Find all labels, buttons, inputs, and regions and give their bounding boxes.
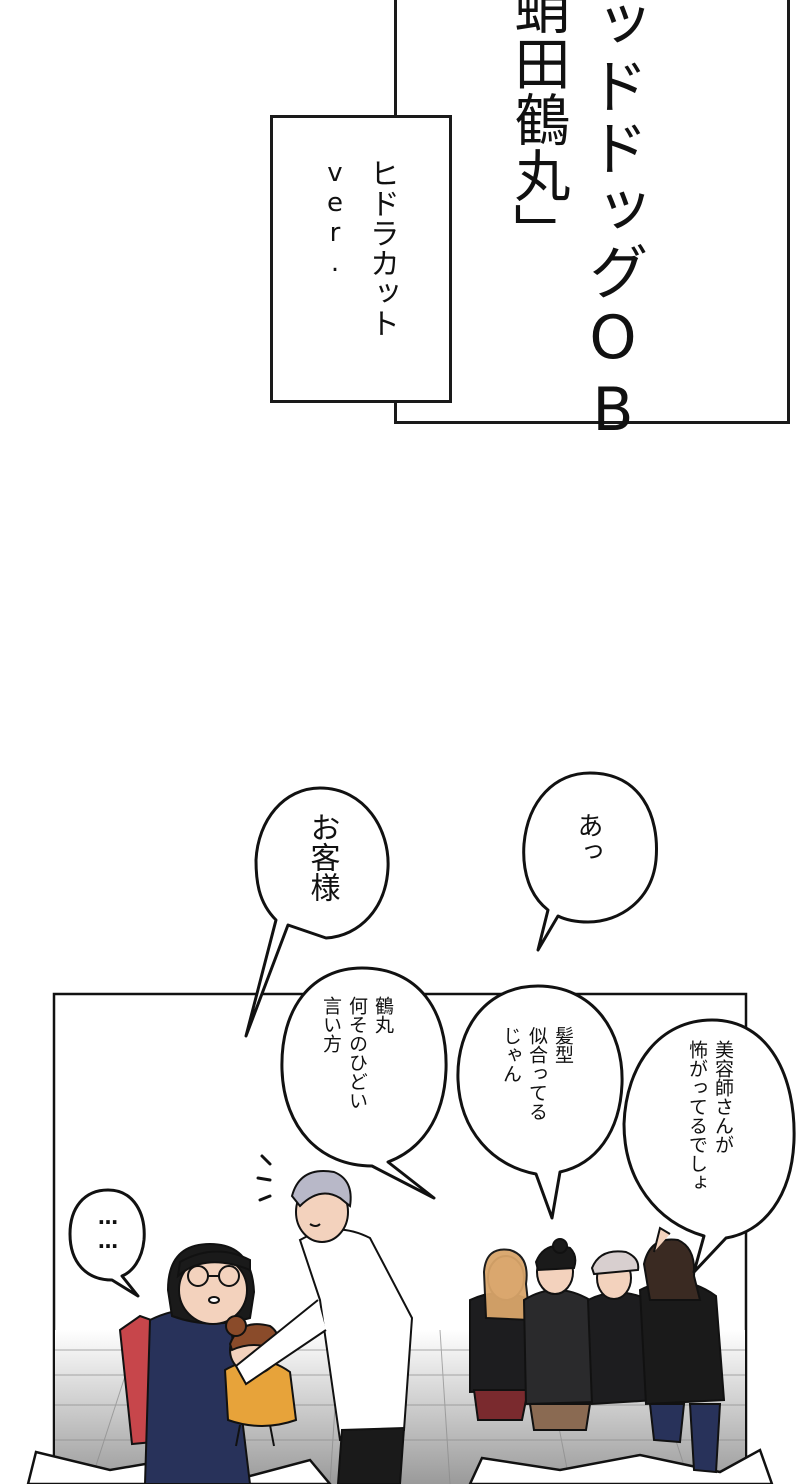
group-in-black-jackets [469,1226,726,1474]
bubble-text-kamigata: 髪型 似合ってる じゃん [500,1026,574,1121]
woman-with-glasses [118,1242,256,1484]
caption-sub-line1: ヒドラカット [364,158,399,338]
bubble-text-a: あっ [573,812,603,864]
caption-main-line1: ッドドッグOB [578,0,648,447]
bubble-text-tsurumaru: 鶴丸 何そのひどい 言い方 [320,996,394,1110]
caption-main-line2: 蛸田鶴丸」 [505,0,570,259]
caption-box-main: ッドドッグOB 蛸田鶴丸」 [394,0,790,447]
silver-haired-man [234,1170,414,1484]
bubble-text-dots: …… [96,1205,120,1253]
speech-bubbles [68,771,796,1298]
bubble-text-okyakusama: お客様 [305,812,341,902]
bubble-text-biyoushi: 美容師さんが 怖がってるでしょ [686,1040,734,1192]
caption-box-sub: ヒドラカット ver. [270,115,452,403]
bubble-texts: あっ お客様 [305,812,604,902]
caption-sub-line2: ver. [320,158,350,278]
surprise-lines [256,1154,272,1202]
